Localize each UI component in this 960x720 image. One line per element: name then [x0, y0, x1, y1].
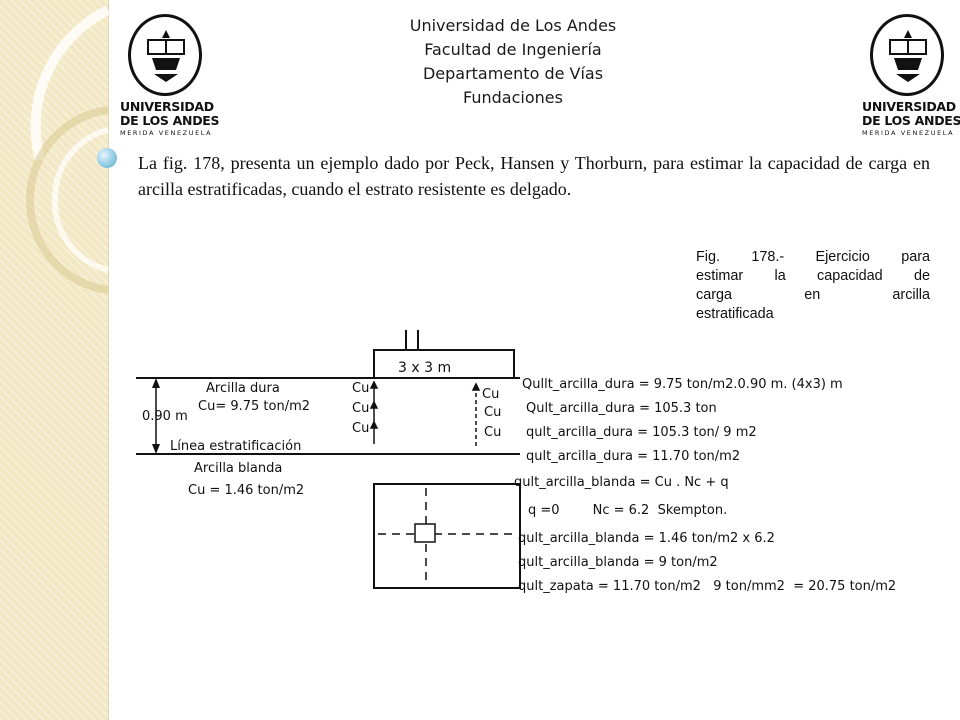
cu-left-3: Cu: [352, 421, 369, 436]
footing-label: 3 x 3 m: [398, 360, 451, 376]
logo-ring: [870, 14, 944, 96]
cu-right-1: Cu: [482, 387, 499, 402]
logo-name-line2: DE LOS ANDES: [120, 113, 220, 128]
calc-line-4: qult_arcilla_dura = 11.70 ton/m2: [526, 449, 740, 464]
caption-line: Fig. 178.- Ejercicio para: [696, 249, 930, 265]
header-university: Universidad de Los Andes: [409, 16, 617, 35]
cu-right-2: Cu: [484, 405, 501, 420]
calc-line-5: qult_arcilla_blanda = Cu . Nc + q: [514, 475, 729, 490]
crest-icon: [147, 30, 185, 82]
decorative-sidebar: [0, 0, 109, 720]
figure-caption: Fig. 178.- Ejercicio para estimar la cap…: [696, 248, 930, 324]
header-faculty: Facultad de Ingeniería: [424, 40, 602, 59]
cu-left-1: Cu: [352, 381, 369, 396]
header-course: Fundaciones: [463, 88, 563, 107]
top-layer-cu: Cu= 9.75 ton/m2: [198, 399, 310, 414]
header-department: Departamento de Vías: [422, 64, 604, 83]
thickness-label: 0.90 m: [142, 409, 188, 424]
caption-line: estratificada: [696, 306, 774, 322]
left-shear-arrows: [369, 380, 379, 444]
right-shear-arrows: [471, 382, 481, 448]
calc-line-3: qult_arcilla_dura = 105.3 ton/ 9 m2: [526, 425, 757, 440]
logo-name-line1: UNIVERSIDAD: [862, 99, 956, 114]
logo-ring: [128, 14, 202, 96]
footing-plan: [373, 483, 521, 589]
body-paragraph: La fig. 178, presenta un ejemplo dado po…: [138, 153, 930, 199]
slide-header: Universidad de Los Andes Facultad de Ing…: [300, 14, 726, 110]
soil-diagram: 3 x 3 m 0.90 m Arcilla dura Cu= 9.75 ton…: [136, 330, 896, 594]
cu-left-2: Cu: [352, 401, 369, 416]
bottom-layer-cu: Cu = 1.46 ton/m2: [188, 483, 304, 498]
university-logo-right: UNIVERSIDAD DE LOS ANDES MERIDA VENEZUEL…: [862, 12, 960, 138]
column-plan: [414, 523, 436, 543]
calc-line-7: qult_arcilla_blanda = 1.46 ton/m2 x 6.2: [518, 531, 775, 546]
bottom-layer-name: Arcilla blanda: [194, 461, 282, 476]
caption-line: estimar la capacidad de: [696, 268, 930, 284]
stratification-label: Línea estratificación: [170, 439, 301, 454]
calc-line-8: qult_arcilla_blanda = 9 ton/m2: [518, 555, 718, 570]
calc-line-9: qult_zapata = 11.70 ton/m2 9 ton/mm2 = 2…: [518, 579, 896, 594]
bullet-icon: [97, 148, 117, 168]
cu-right-3: Cu: [484, 425, 501, 440]
logo-location: MERIDA VENEZUELA: [120, 129, 213, 137]
calc-line-2: Qult_arcilla_dura = 105.3 ton: [526, 401, 717, 416]
logo-location: MERIDA VENEZUELA: [862, 129, 955, 137]
caption-line: carga en arcilla: [696, 287, 930, 303]
soil-diagram-figure: 3 x 3 m 0.90 m Arcilla dura Cu= 9.75 ton…: [130, 326, 930, 602]
logo-name-line1: UNIVERSIDAD: [120, 99, 214, 114]
crest-icon: [889, 30, 927, 82]
logo-name-line2: DE LOS ANDES: [862, 113, 960, 128]
top-layer-name: Arcilla dura: [206, 381, 280, 396]
calc-line-6: q =0 Nc = 6.2 Skempton.: [528, 503, 727, 518]
university-logo-left: UNIVERSIDAD DE LOS ANDES MERIDA VENEZUEL…: [120, 12, 220, 138]
calc-line-1: Qullt_arcilla_dura = 9.75 ton/m2.0.90 m.…: [522, 377, 843, 392]
